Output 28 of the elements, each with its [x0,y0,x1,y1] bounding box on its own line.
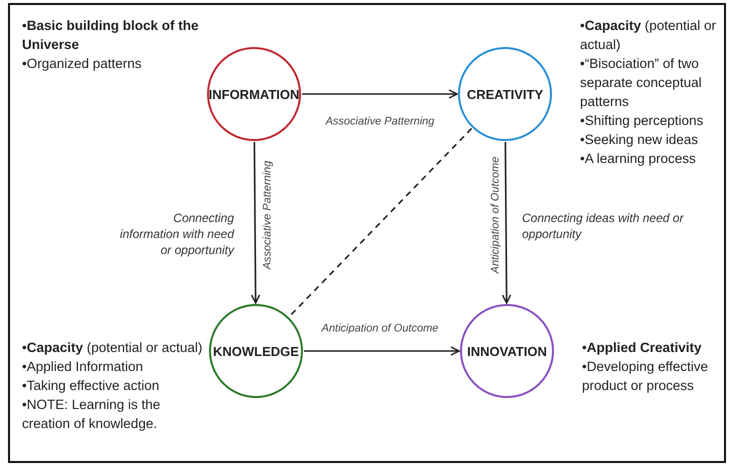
bullet-point: •Capacity (potential or actual) [580,17,718,54]
concept-name: INFORMATION [208,86,300,102]
bullet-point: •NOTE: Learning is the creation of knowledge. [22,396,162,433]
bullet-point: •Applied Creativity [582,339,703,357]
annotation-text: Connecting ideas with need or opportunity [522,210,685,242]
bullet-point: •Seeking new ideas [580,131,700,149]
arrow [502,142,512,304]
bullet-point: •Capacity (potential or actual) [22,339,204,357]
arrow [304,346,460,356]
arrow [302,89,458,99]
bullet-point: •Organized patterns [22,55,143,73]
bullet-point: •Developing effective product or process [582,358,710,395]
bullet-point: •Basic building block of the Universe [22,17,200,54]
concept-name: CREATIVITY [466,86,544,102]
concept-name: KNOWLEDGE [213,344,299,358]
annotation-text: Connecting information with need or opportunity [118,210,234,258]
arrow [250,142,260,304]
edge-label: Associative Patterning [262,158,274,272]
bullet-point: •A learning process [580,150,697,168]
dashed-line [288,128,472,318]
bullet-point: •Shifting perceptions [580,112,704,130]
concept-name: INNOVATION [467,344,547,358]
bullet-point: •Applied Information [22,358,144,376]
edge-label: Anticipation of Outcome [490,154,502,276]
edge-label: Anticipation of Outcome [320,322,440,336]
edge-label: Associative Patterning [324,116,436,128]
bullet-point: •Taking effective action [22,377,160,395]
bullet-point: •“Bisociation” of two separate conceptual patterns [580,55,703,111]
